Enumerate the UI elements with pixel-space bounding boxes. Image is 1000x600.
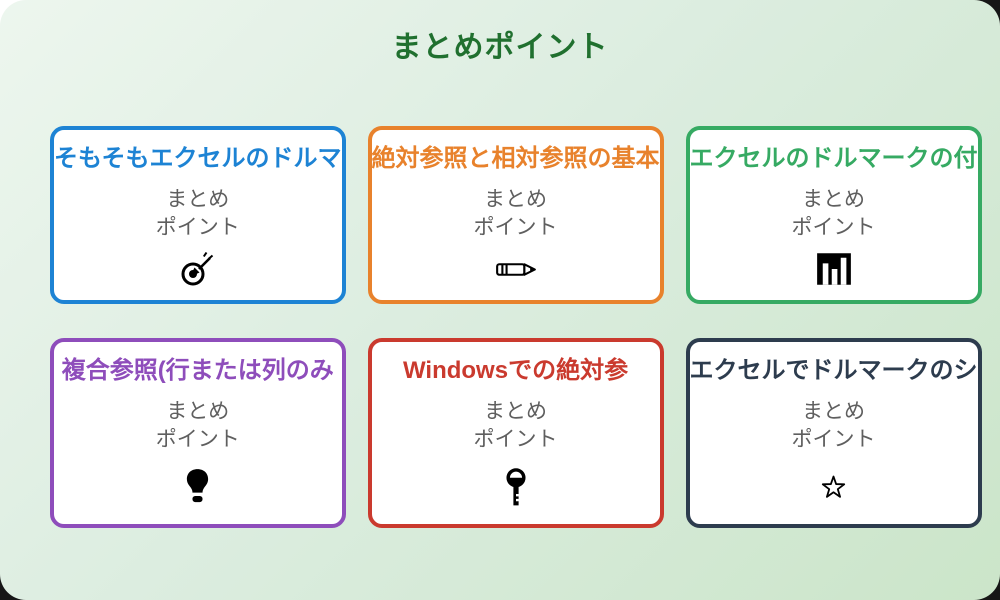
pencil-icon [494,244,538,300]
card-title: Windowsでの絶対参 [402,357,629,384]
card-body-text: まとめ ポイント [156,186,240,243]
card-mixed-reference[interactable]: 複合参照(行または列のみ まとめ ポイント [50,338,346,528]
card-body-text: まとめ ポイント [474,186,558,243]
bar-chart-icon [814,244,854,300]
card-title: 複合参照(行または列のみ [61,357,334,384]
card-body-text: まとめ ポイント [792,398,876,455]
card-excel-dollar-mark-add[interactable]: エクセルのドルマークの付 まとめ ポイント [685,126,982,304]
card-body-line: まとめ [484,399,548,423]
card-body-line: ポイント [791,215,876,239]
card-body-text: まとめ ポイント [156,398,240,455]
card-title: 絶対参照と相対参照の基本 [371,145,660,172]
card-excel-dollar-intro[interactable]: そもそもエクセルのドルマ まとめ ポイント [50,126,346,304]
page-title: まとめポイント [391,31,609,64]
card-body-line: ポイント [155,427,240,451]
card-body-line: ポイント [155,215,240,239]
card-body-line: まとめ [166,187,230,211]
card-body-line: まとめ [802,187,866,211]
card-body-text: まとめ ポイント [792,186,876,243]
lightbulb-icon [184,456,211,524]
card-body-line: ポイント [473,427,558,451]
card-body-line: まとめ [484,187,548,211]
star-icon [820,456,847,524]
card-excel-dollar-shortcut[interactable]: エクセルでドルマークのシ まとめ ポイント [685,338,982,528]
key-icon [503,456,529,524]
card-title: エクセルのドルマークの付 [689,145,978,172]
card-body-text: まとめ ポイント [474,398,558,455]
cards-grid: そもそもエクセルのドルマ まとめ ポイント 絶対参照と相対参照の基本 [50,126,982,528]
card-windows-absolute-reference[interactable]: Windowsでの絶対参 まとめ ポイント [367,338,664,528]
card-title: エクセルでドルマークのシ [689,357,978,384]
card-body-line: ポイント [791,427,876,451]
card-body-line: まとめ [166,399,230,423]
target-icon [179,244,217,300]
card-body-line: まとめ [802,399,866,423]
card-abs-rel-reference-basics[interactable]: 絶対参照と相対参照の基本 まとめ ポイント [367,126,664,304]
card-body-line: ポイント [473,215,558,239]
card-title: そもそもエクセルのドルマ [54,145,342,172]
